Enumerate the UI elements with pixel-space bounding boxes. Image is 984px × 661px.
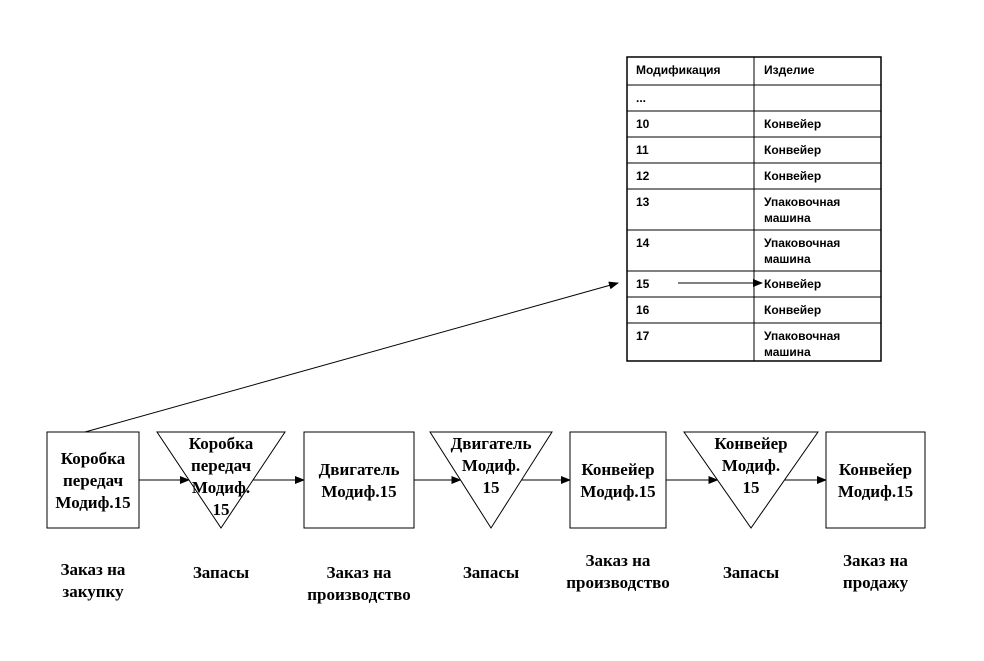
node-text-line: Конвейер	[581, 460, 654, 479]
node-label: Заказ на	[586, 551, 651, 570]
node-label: Заказ на	[843, 551, 908, 570]
node-text-line: Модиф.15	[55, 493, 130, 512]
connectors	[84, 281, 827, 484]
table-cell-modification: 12	[636, 169, 650, 183]
table-cell-modification: 16	[636, 303, 650, 317]
node-text-line: передач	[63, 471, 124, 490]
node-text-line: 15	[213, 500, 230, 519]
table-cell-modification: 15	[636, 277, 650, 291]
table-row: 11 Конвейер	[636, 143, 821, 157]
node-text-line: Конвейер	[839, 460, 912, 479]
node-text-line: передач	[191, 456, 252, 475]
node-text-line: Модиф.	[722, 456, 780, 475]
table-cell-item: Конвейер	[764, 143, 821, 157]
table-row: ...	[636, 91, 646, 105]
node-label: Заказ на	[327, 563, 392, 582]
node-label: закупку	[62, 582, 124, 601]
reference-arrow	[84, 281, 619, 433]
node-text-line: Модиф.15	[321, 482, 396, 501]
table-row: 16 Конвейер	[636, 303, 821, 317]
node-label: Запасы	[723, 563, 779, 582]
table-cell-item: машина	[764, 252, 811, 266]
order-box	[569, 431, 667, 529]
inventory-triangle	[683, 431, 819, 529]
node-label: продажу	[843, 573, 909, 592]
table-row: 10 Конвейер	[636, 117, 821, 131]
node-text-line: Двигатель	[319, 460, 400, 479]
table-cell-item: машина	[764, 211, 811, 225]
node-text-line: 15	[743, 478, 760, 497]
table-cell-item: машина	[764, 345, 811, 359]
inventory-triangle	[156, 431, 286, 529]
table-cell-modification: 17	[636, 329, 650, 343]
table-cell-item: Конвейер	[764, 303, 821, 317]
order-box	[46, 431, 140, 529]
table-cell-modification: 10	[636, 117, 650, 131]
node-text-line: Модиф.15	[580, 482, 655, 501]
order-box	[825, 431, 926, 529]
node-label: Запасы	[193, 563, 249, 582]
table-cell-item: Конвейер	[764, 277, 821, 291]
order-box	[303, 431, 415, 529]
table-header-item: Изделие	[764, 63, 815, 77]
node-label: Запасы	[463, 563, 519, 582]
node-text-line: 15	[483, 478, 500, 497]
node-label: производство	[307, 585, 411, 604]
inventory-triangle	[429, 431, 553, 529]
node-text-line: Модиф.	[192, 478, 250, 497]
table-row: 12 Конвейер	[636, 169, 821, 183]
table-cell-item: Конвейер	[764, 169, 821, 183]
node-label: Заказ на	[61, 560, 126, 579]
node-text-line: Модиф.	[462, 456, 520, 475]
table-row: 13 Упаковочная машина	[636, 195, 840, 225]
table-cell-item: Конвейер	[764, 117, 821, 131]
table-header-modification: Модификация	[636, 63, 720, 77]
table-cell-item: Упаковочная	[764, 329, 840, 343]
table-cell-modification: 13	[636, 195, 650, 209]
node-label: производство	[566, 573, 670, 592]
table-cell-modification: ...	[636, 91, 646, 105]
node-text-line: Коробка	[61, 449, 126, 468]
node-text-line: Конвейер	[714, 434, 787, 453]
node-text-line: Коробка	[189, 434, 254, 453]
table-row: 14 Упаковочная машина	[636, 236, 840, 266]
table-cell-item: Упаковочная	[764, 236, 840, 250]
table-row: 17 Упаковочная машина	[636, 329, 840, 359]
table-cell-modification: 14	[636, 236, 650, 250]
table-row: 15 Конвейер	[636, 277, 821, 291]
table-cell-modification: 11	[636, 143, 649, 157]
node-text-line: Двигатель	[451, 434, 532, 453]
node-text-line: Модиф.15	[838, 482, 913, 501]
table-cell-item: Упаковочная	[764, 195, 840, 209]
